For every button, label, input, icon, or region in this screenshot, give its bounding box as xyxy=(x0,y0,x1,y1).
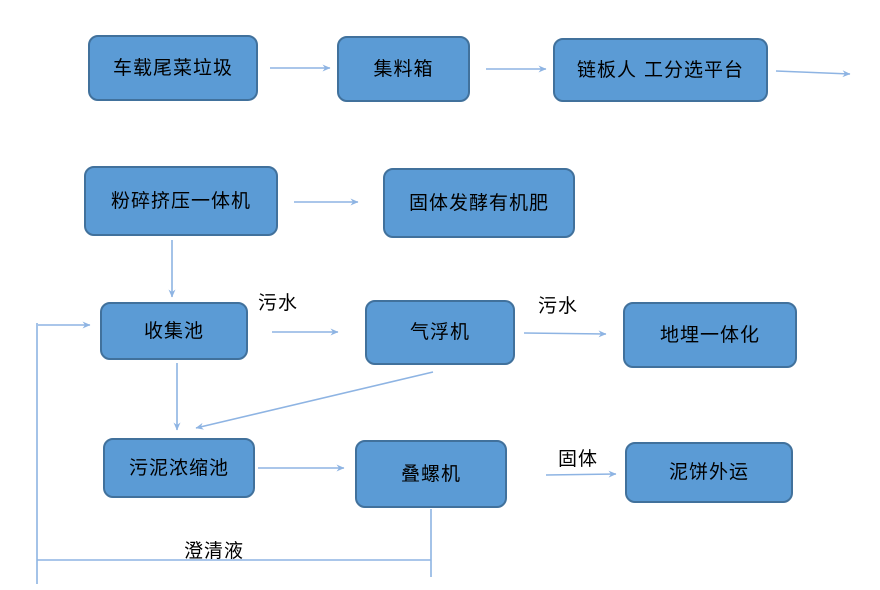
node-screw-press: 叠螺机 xyxy=(355,440,507,508)
edge-label-wastewater-1: 污水 xyxy=(258,292,299,314)
node-air-flotation: 气浮机 xyxy=(365,300,515,365)
edge-label-wastewater-2: 污水 xyxy=(538,295,579,317)
node-buried-unit: 地埋一体化 xyxy=(623,302,797,368)
arrow-screwpress-to-mudcake xyxy=(545,470,617,478)
arrow-airflotation-to-buriedunit xyxy=(523,330,607,338)
node-sludge-thickening: 污泥浓缩池 xyxy=(103,438,255,498)
node-collection-box: 集料箱 xyxy=(337,36,470,102)
edge-label-clarified-liquid: 澄清液 xyxy=(184,540,245,562)
node-truck-waste: 车载尾菜垃圾 xyxy=(88,35,258,101)
edge-label-solid: 固体 xyxy=(558,448,599,470)
node-crusher-press: 粉碎挤压一体机 xyxy=(84,166,278,236)
arrow-platform-to-right-edge xyxy=(775,70,851,78)
node-solid-fermentation: 固体发酵有机肥 xyxy=(383,168,575,238)
node-mudcake-transport: 泥饼外运 xyxy=(625,442,793,503)
node-collection-pool: 收集池 xyxy=(100,302,248,360)
arrow-airflotation-to-sludgepool xyxy=(195,371,434,430)
node-sorting-platform: 链板人 工分选平台 xyxy=(553,38,768,102)
